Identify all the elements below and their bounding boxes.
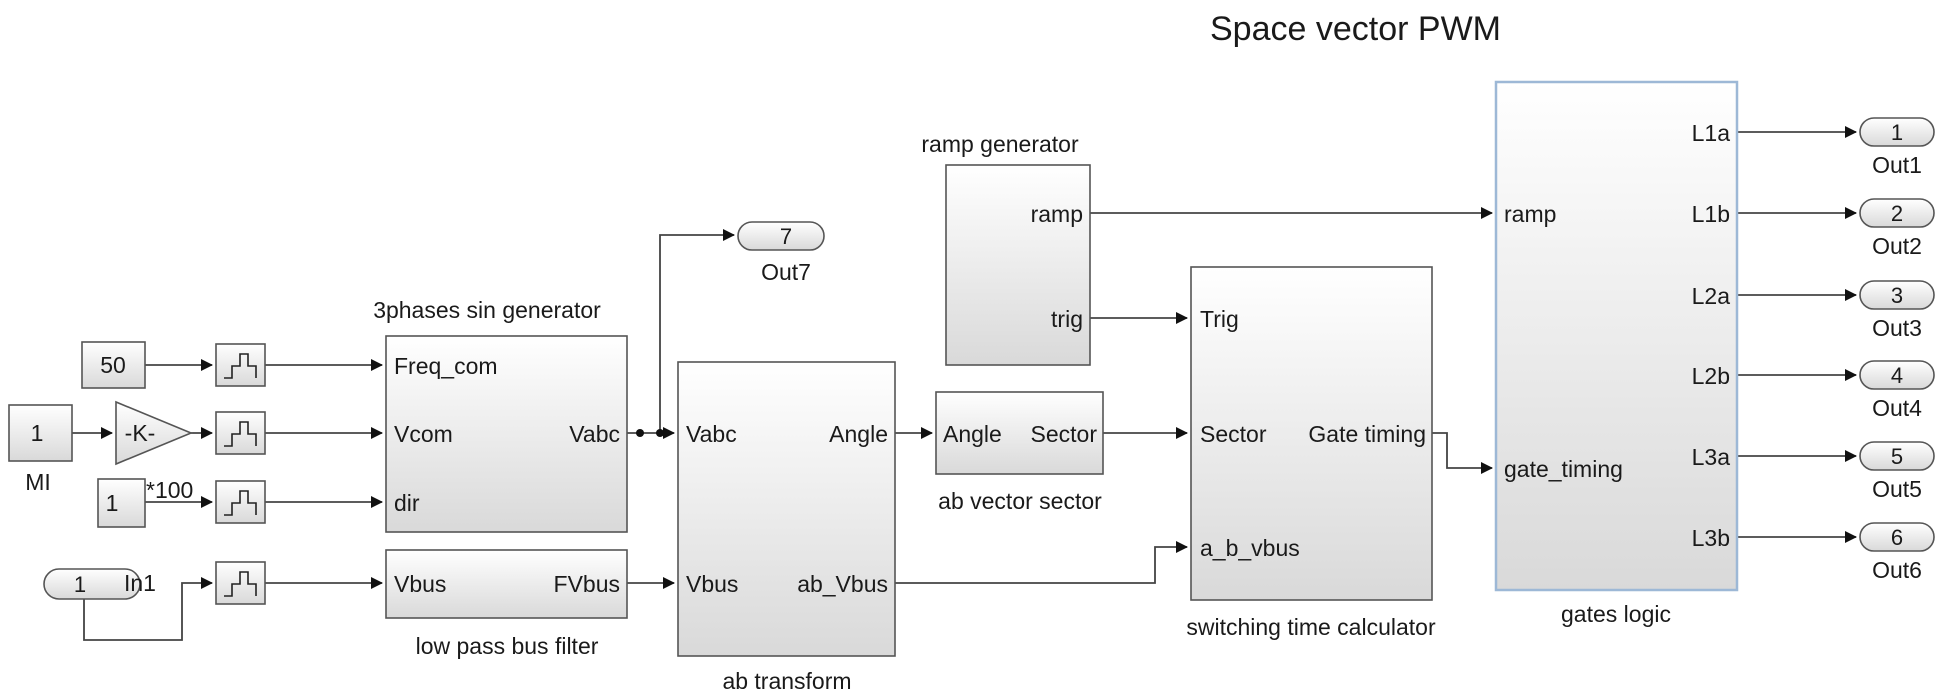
- outport-out2-label: Out2: [1872, 233, 1922, 259]
- zoh-block-4[interactable]: [215, 561, 266, 605]
- ab-transform-label: ab transform: [722, 668, 851, 694]
- mi-label: MI: [25, 469, 51, 495]
- outport-out4-label: Out4: [1872, 395, 1922, 421]
- port-gates-ramp-in: ramp: [1504, 201, 1556, 227]
- outport-out4[interactable]: 4: [1859, 360, 1935, 390]
- port-ab-vabc-in: Vabc: [686, 421, 737, 447]
- outport-out5[interactable]: 5: [1859, 441, 1935, 471]
- outport-out3-number: 3: [1891, 283, 1903, 308]
- inport-in1-number: 1: [74, 572, 86, 597]
- constant-mi-value: 1: [31, 420, 44, 446]
- port-ramp-out: ramp: [1031, 201, 1083, 227]
- port-sector-out: Sector: [1031, 421, 1098, 447]
- sector-block[interactable]: Angle Sector: [935, 391, 1104, 475]
- constant-freq-block[interactable]: 50: [81, 341, 146, 389]
- outport-out1[interactable]: 1: [1859, 117, 1935, 147]
- port-angle-out: Angle: [829, 421, 888, 447]
- port-trig-out: trig: [1051, 306, 1083, 332]
- outport-out6-number: 6: [1891, 525, 1903, 550]
- port-gates-timing-in: gate_timing: [1504, 456, 1623, 482]
- zoh-block-1[interactable]: [215, 343, 266, 387]
- port-vcom: Vcom: [394, 421, 453, 447]
- outport-out2-number: 2: [1891, 201, 1903, 226]
- gain-note: *100: [146, 477, 193, 503]
- sector-label: ab vector sector: [938, 488, 1102, 514]
- port-abvbus-in: a_b_vbus: [1200, 535, 1300, 561]
- ramp-generator-label: ramp generator: [921, 131, 1079, 157]
- constant-freq-value: 50: [100, 352, 126, 378]
- port-trig-in: Trig: [1200, 306, 1239, 332]
- sin-generator-block[interactable]: Freq_com Vcom dir Vabc: [385, 335, 628, 533]
- outport-out1-label: Out1: [1872, 152, 1922, 178]
- switching-time-block[interactable]: Trig Sector a_b_vbus Gate timing: [1190, 266, 1433, 601]
- port-vbus-in: Vbus: [394, 571, 446, 597]
- outport-out5-number: 5: [1891, 444, 1903, 469]
- signal-wires: [72, 126, 1857, 641]
- outport-out1-number: 1: [1891, 120, 1903, 145]
- outport-out4-number: 4: [1891, 363, 1903, 388]
- sin-generator-label: 3phases sin generator: [373, 297, 601, 323]
- port-ab-vbus-in: Vbus: [686, 571, 738, 597]
- diagram-title: Space vector PWM: [1210, 10, 1501, 48]
- port-vabc-out: Vabc: [569, 421, 620, 447]
- bus-filter-block[interactable]: Vbus FVbus: [385, 549, 628, 619]
- port-l3b: L3b: [1692, 525, 1730, 551]
- ab-transform-block[interactable]: Vabc Vbus Angle ab_Vbus: [677, 361, 896, 657]
- switching-time-label: switching time calculator: [1186, 614, 1436, 640]
- port-fvbus-out: FVbus: [554, 571, 620, 597]
- zoh-block-2[interactable]: [215, 411, 266, 455]
- port-l2a: L2a: [1692, 283, 1731, 309]
- port-l1b: L1b: [1692, 201, 1730, 227]
- port-dir: dir: [394, 490, 420, 516]
- outport-out6-label: Out6: [1872, 557, 1922, 583]
- gain-label: -K-: [125, 420, 156, 446]
- outport-out2[interactable]: 2: [1859, 198, 1935, 228]
- outport-out3-label: Out3: [1872, 315, 1922, 341]
- outport-out7-label: Out7: [761, 259, 811, 285]
- port-freq-com: Freq_com: [394, 353, 498, 379]
- port-sector-angle-in: Angle: [943, 421, 1002, 447]
- gain-block[interactable]: -K-: [115, 400, 194, 466]
- gates-logic-label: gates logic: [1561, 601, 1671, 627]
- port-l2b: L2b: [1692, 363, 1730, 389]
- port-l3a: L3a: [1692, 444, 1731, 470]
- port-sector-in: Sector: [1200, 421, 1267, 447]
- constant-dir-value: 1: [106, 490, 119, 516]
- ramp-generator-block[interactable]: ramp trig: [945, 164, 1091, 366]
- bus-filter-label: low pass bus filter: [416, 633, 599, 659]
- outport-out7[interactable]: 7: [737, 221, 825, 251]
- constant-dir-block[interactable]: 1: [97, 478, 146, 528]
- port-gate-timing-out: Gate timing: [1308, 421, 1426, 447]
- gates-logic-block[interactable]: ramp gate_timing L1a L1b L2a L2b L3a L3b: [1494, 80, 1739, 592]
- outport-out7-number: 7: [780, 224, 792, 249]
- port-ab-vbus-out: ab_Vbus: [797, 571, 888, 597]
- inport-in1[interactable]: 1: [43, 568, 141, 600]
- zoh-block-3[interactable]: [215, 480, 266, 524]
- inport-in1-label: In1: [124, 570, 156, 596]
- outport-out5-label: Out5: [1872, 476, 1922, 502]
- outport-out6[interactable]: 6: [1859, 522, 1935, 552]
- outport-out3[interactable]: 3: [1859, 280, 1935, 310]
- port-l1a: L1a: [1692, 120, 1731, 146]
- constant-mi-block[interactable]: 1: [8, 404, 73, 462]
